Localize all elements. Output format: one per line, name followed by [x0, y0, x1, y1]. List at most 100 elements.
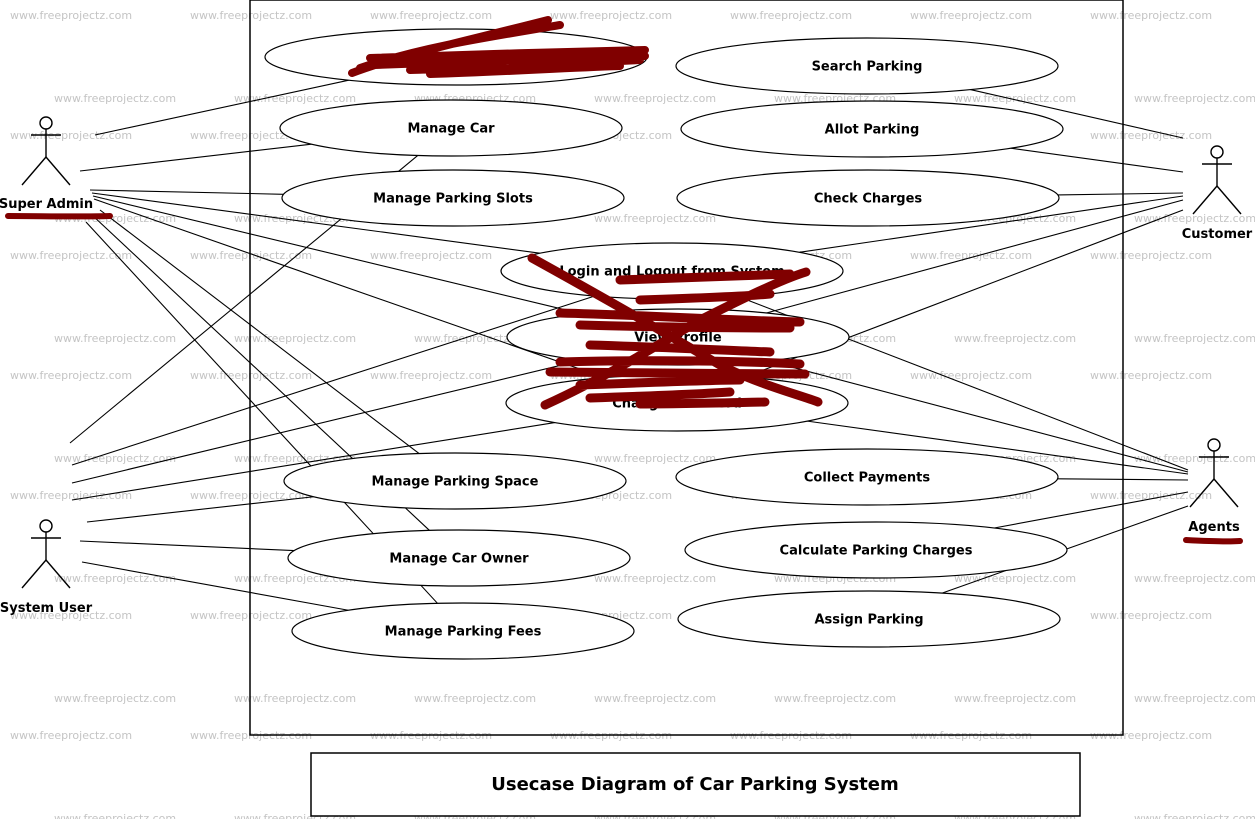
association-customer-view-profile: [766, 199, 1184, 314]
usecase-search-parking: Search Parking: [675, 37, 1059, 95]
watermark-text: www.freeprojectz.com: [414, 332, 536, 345]
redaction-scribble: [348, 16, 649, 78]
association-system-user-manage-car-owner: [79, 540, 295, 552]
usecase-label: Manage Parking Slots: [373, 192, 533, 207]
watermark-text: www.freeprojectz.com: [190, 9, 312, 22]
usecase-label: Assign Parking: [814, 613, 923, 628]
watermark-text: www.freeprojectz.com: [1090, 369, 1212, 382]
watermark-text: www.freeprojectz.com: [234, 332, 356, 345]
watermark-text: www.freeprojectz.com: [1090, 9, 1212, 22]
watermark-text: www.freeprojectz.com: [54, 692, 176, 705]
watermark-text: www.freeprojectz.com: [190, 369, 312, 382]
watermark-text: www.freeprojectz.com: [10, 609, 132, 622]
watermark-text: www.freeprojectz.com: [1134, 332, 1255, 345]
usecase-ellipse: [675, 448, 1059, 506]
watermark-text: www.freeprojectz.com: [10, 129, 132, 142]
watermark-text: www.freeprojectz.com: [54, 332, 176, 345]
association-customer-allot-parking: [1010, 147, 1184, 173]
watermark-text: www.freeprojectz.com: [414, 692, 536, 705]
association-super-admin-manage-parking-space: [99, 209, 420, 455]
usecase-manage-car-owner: Manage Car Owner: [287, 529, 631, 587]
usecase-label: Collect Payments: [804, 471, 931, 486]
association-super-admin-manage-users: [94, 79, 349, 136]
association-system-user-view-profile: [71, 359, 583, 484]
usecase-ellipse: [287, 529, 631, 587]
watermark-text: www.freeprojectz.com: [910, 249, 1032, 262]
usecase-calculate-parking-charges: Calculate Parking Charges: [684, 521, 1068, 579]
watermark-text: www.freeprojectz.com: [1134, 212, 1255, 225]
watermark-text: www.freeprojectz.com: [1090, 249, 1212, 262]
association-super-admin-login-logout: [91, 192, 540, 254]
watermark-text: www.freeprojectz.com: [10, 489, 132, 502]
watermark-text: www.freeprojectz.com: [234, 452, 356, 465]
usecase-label: Manage Parking Fees: [385, 625, 542, 640]
watermark-text: www.freeprojectz.com: [10, 249, 132, 262]
watermark-text: www.freeprojectz.com: [10, 9, 132, 22]
actor-system-user: [21, 519, 71, 589]
association-customer-login-logout: [799, 195, 1184, 253]
usecase-ellipse: [279, 99, 623, 157]
watermark-text: www.freeprojectz.com: [594, 692, 716, 705]
usecase-label: Manage Car Owner: [389, 552, 529, 567]
watermark-text: www.freeprojectz.com: [954, 92, 1076, 105]
watermark-text: www.freeprojectz.com: [234, 92, 356, 105]
usecase-ellipse: [676, 169, 1060, 227]
watermark-text: www.freeprojectz.com: [954, 692, 1076, 705]
watermark-text: www.freeprojectz.com: [1134, 692, 1255, 705]
association-super-admin-manage-car: [79, 143, 312, 172]
usecase-ellipse: [281, 169, 625, 227]
watermark-text: www.freeprojectz.com: [1134, 572, 1255, 585]
actor-label-agents: Agents: [1188, 520, 1240, 535]
watermark-text: www.freeprojectz.com: [774, 692, 896, 705]
watermark-text: www.freeprojectz.com: [54, 572, 176, 585]
usecase-ellipse: [291, 602, 635, 660]
usecase-check-charges: Check Charges: [676, 169, 1060, 227]
watermark-text: www.freeprojectz.com: [594, 572, 716, 585]
watermark-text: www.freeprojectz.com: [234, 692, 356, 705]
watermark-text: www.freeprojectz.com: [370, 9, 492, 22]
actor-label-super-admin: Super Admin: [0, 197, 93, 212]
usecase-label: Allot Parking: [825, 123, 920, 138]
usecase-ellipse: [684, 521, 1068, 579]
usecase-assign-parking: Assign Parking: [677, 590, 1061, 648]
association-super-admin-view-profile: [92, 195, 583, 315]
actor-super-admin: [21, 116, 71, 186]
association-agents-view-profile: [767, 360, 1189, 473]
watermark-text: www.freeprojectz.com: [10, 369, 132, 382]
watermark-text: www.freeprojectz.com: [910, 369, 1032, 382]
watermark-text: www.freeprojectz.com: [190, 489, 312, 502]
usecase-ellipse: [677, 590, 1061, 648]
association-system-user-manage-parking-fees: [81, 561, 349, 611]
actor-agents: [1189, 438, 1239, 508]
usecase-manage-parking-fees: Manage Parking Fees: [291, 602, 635, 660]
watermark-text: www.freeprojectz.com: [1134, 92, 1255, 105]
association-super-admin-manage-parking-slots: [89, 189, 284, 195]
diagram-title: Usecase Diagram of Car Parking System: [491, 774, 899, 795]
association-agents-calculate-parking-charges: [994, 491, 1189, 529]
watermark-text: www.freeprojectz.com: [10, 729, 132, 742]
watermark-text: www.freeprojectz.com: [190, 249, 312, 262]
watermark-text: www.freeprojectz.com: [1134, 452, 1255, 465]
watermark-text: www.freeprojectz.com: [1090, 729, 1212, 742]
association-agents-collect-payments: [1057, 478, 1189, 481]
association-customer-search-parking: [970, 89, 1184, 139]
association-customer-check-charges: [1057, 192, 1184, 196]
redaction-scribble: [1183, 537, 1243, 545]
association-system-user-change-password: [71, 422, 555, 501]
watermark-text: www.freeprojectz.com: [370, 249, 492, 262]
usecase-manage-car: Manage Car: [279, 99, 623, 157]
usecase-label: Check Charges: [814, 192, 923, 207]
watermark-text: www.freeprojectz.com: [910, 9, 1032, 22]
usecase-label: Search Parking: [812, 60, 923, 75]
actor-label-customer: Customer: [1182, 227, 1253, 242]
usecase-label: Manage Parking Space: [372, 475, 539, 490]
watermark-text: www.freeprojectz.com: [954, 332, 1076, 345]
usecase-allot-parking: Allot Parking: [680, 100, 1064, 158]
system-boundary: [249, 0, 1124, 736]
watermark-text: www.freeprojectz.com: [550, 9, 672, 22]
watermark-text: www.freeprojectz.com: [190, 609, 312, 622]
watermark-text: www.freeprojectz.com: [594, 212, 716, 225]
usecase-manage-parking-slots: Manage Parking Slots: [281, 169, 625, 227]
